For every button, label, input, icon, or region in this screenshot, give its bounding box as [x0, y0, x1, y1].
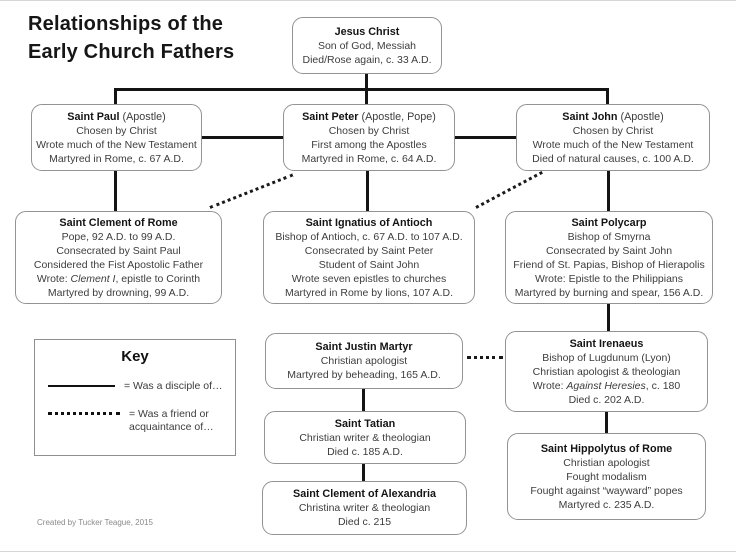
box-line: Martyred c. 235 A.D. — [558, 498, 655, 511]
box-line: Christian apologist — [563, 456, 650, 469]
box-line: Christian apologist & theologian — [532, 365, 681, 378]
box-line: Martyred in Rome, c. 64 A.D. — [301, 152, 437, 165]
connector-tatian-clement-alexandria — [362, 463, 365, 482]
box-line: Fought modalism — [566, 470, 647, 483]
key-solid-label: = Was a disciple of… — [124, 380, 223, 392]
box-saint-polycarp: Saint Polycarp Bishop of Smyrna Consecra… — [505, 211, 713, 304]
box-line: Wrote much of the New Testament — [36, 138, 197, 151]
connector-irenaeus-hippolytus — [605, 411, 608, 434]
box-saint-clement-of-rome: Saint Clement of Rome Pope, 92 A.D. to 9… — [15, 211, 222, 304]
connector-john-drop — [606, 88, 609, 105]
box-line: First among the Apostles — [311, 138, 427, 151]
key-dotted-line-swatch — [48, 412, 120, 415]
box-line: Friend of St. Papias, Bishop of Hierapol… — [513, 258, 705, 271]
box-line: Wrote much of the New Testament — [532, 138, 694, 151]
connector-peter-ignatius — [366, 170, 369, 212]
box-line: Martyred by burning and spear, 156 A.D. — [514, 286, 704, 299]
box-title: Jesus Christ — [334, 25, 400, 38]
connector-dotted-ignatius-john — [475, 170, 543, 209]
box-line: Student of Saint John — [318, 258, 420, 271]
box-line: Christian writer & theologian — [299, 431, 431, 444]
box-saint-hippolytus-of-rome: Saint Hippolytus of Rome Christian apolo… — [507, 433, 706, 520]
box-title: Saint Polycarp — [571, 216, 647, 229]
box-line: Consecrated by Saint Paul — [56, 244, 181, 257]
box-saint-john: Saint John (Apostle) Chosen by Christ Wr… — [516, 104, 710, 171]
connector-john-polycarp — [607, 170, 610, 212]
box-line: Died c. 185 A.D. — [327, 445, 403, 458]
key-solid-row: = Was a disciple of… — [48, 380, 227, 393]
box-line: Wrote: Clement I, epistle to Corinth — [36, 272, 201, 285]
box-line: Martyred in Rome by lions, 107 A.D. — [284, 286, 454, 299]
box-line: Bishop of Lugdunum (Lyon) — [542, 351, 671, 364]
box-title: Saint Irenaeus — [569, 337, 644, 350]
box-line: Died c. 215 — [337, 516, 392, 528]
box-saint-justin-martyr: Saint Justin Martyr Christian apologist … — [265, 333, 463, 389]
box-line: Martyred by beheading, 165 A.D. — [287, 369, 441, 381]
box-saint-peter: Saint Peter (Apostle, Pope) Chosen by Ch… — [283, 104, 455, 171]
box-saint-paul: Saint Paul (Apostle) Chosen by Christ Wr… — [31, 104, 202, 171]
connector-paul-drop — [114, 88, 117, 105]
box-saint-clement-of-alexandria: Saint Clement of Alexandria Christina wr… — [262, 481, 467, 535]
box-title: Saint John (Apostle) — [562, 110, 664, 123]
box-line: Bishop of Antioch, c. 67 A.D. to 107 A.D… — [275, 230, 463, 243]
box-line: Son of God, Messiah — [317, 39, 417, 52]
box-title: Saint Peter (Apostle, Pope) — [302, 110, 436, 123]
box-title: Saint Paul (Apostle) — [67, 110, 166, 123]
box-line: Consecrated by Saint Peter — [304, 244, 434, 257]
box-line: Died of natural causes, c. 100 A.D. — [532, 152, 694, 165]
box-line: Considered the Fist Apostolic Father — [33, 258, 204, 271]
connector-peter-john — [454, 136, 517, 139]
connector-paul-clement — [114, 170, 117, 212]
box-line: Wrote: Against Heresies, c. 180 — [532, 379, 681, 392]
connector-dotted-clement-peter — [209, 173, 294, 209]
box-saint-tatian: Saint Tatian Christian writer & theologi… — [264, 411, 466, 464]
box-title: Saint Clement of Alexandria — [293, 488, 436, 500]
box-line: Chosen by Christ — [572, 124, 654, 137]
box-line: Fought against “wayward” popes — [530, 484, 683, 497]
box-title: Saint Justin Martyr — [315, 341, 413, 353]
box-line: Wrote seven epistles to churches — [291, 272, 447, 285]
key-title: Key — [121, 348, 149, 365]
key-solid-line-swatch — [48, 385, 115, 387]
credit-text: Created by Tucker Teague, 2015 — [37, 518, 153, 527]
box-line: Martyred in Rome, c. 67 A.D. — [49, 152, 184, 165]
box-title: Saint Hippolytus of Rome — [540, 442, 673, 455]
connector-polycarp-irenaeus — [607, 303, 610, 332]
box-line: Wrote: Epistle to the Philippians — [534, 272, 684, 285]
key-dotted-label: = Was a friend or acquaintance of… — [129, 408, 214, 433]
box-saint-ignatius-of-antioch: Saint Ignatius of Antioch Bishop of Anti… — [263, 211, 475, 304]
box-line: Chosen by Christ — [328, 124, 410, 137]
page-title-line: Early Church Fathers — [28, 41, 235, 63]
box-saint-irenaeus: Saint Irenaeus Bishop of Lugdunum (Lyon)… — [505, 331, 708, 412]
box-line: Consecrated by Saint John — [545, 244, 673, 257]
box-line: Christian apologist — [320, 355, 408, 367]
connector-justin-tatian — [362, 388, 365, 412]
box-title: Saint Tatian — [334, 417, 396, 430]
box-line: Chosen by Christ — [76, 124, 157, 137]
box-line: Bishop of Smyrna — [567, 230, 651, 243]
connector-paul-peter — [201, 136, 284, 139]
box-title: Saint Ignatius of Antioch — [305, 216, 433, 229]
connector-top-horizontal — [114, 88, 609, 91]
box-line: Died/Rose again, c. 33 A.D. — [302, 53, 432, 66]
page-title-line: Relationships of the — [28, 13, 224, 35]
page-title: Relationships of the Early Church Father… — [28, 10, 234, 66]
box-line: Pope, 92 A.D. to 99 A.D. — [61, 230, 176, 243]
key-box: Key = Was a disciple of… = Was a friend … — [34, 339, 236, 456]
box-jesus-christ: Jesus Christ Son of God, Messiah Died/Ro… — [292, 17, 442, 74]
connector-dotted-justin-irenaeus — [467, 356, 503, 359]
box-line: Christina writer & theologian — [298, 502, 431, 514]
box-title: Saint Clement of Rome — [59, 216, 178, 229]
key-dotted-row: = Was a friend or acquaintance of… — [48, 408, 227, 434]
box-line: Martyred by drowning, 99 A.D. — [47, 286, 190, 299]
box-line: Died c. 202 A.D. — [568, 393, 645, 406]
